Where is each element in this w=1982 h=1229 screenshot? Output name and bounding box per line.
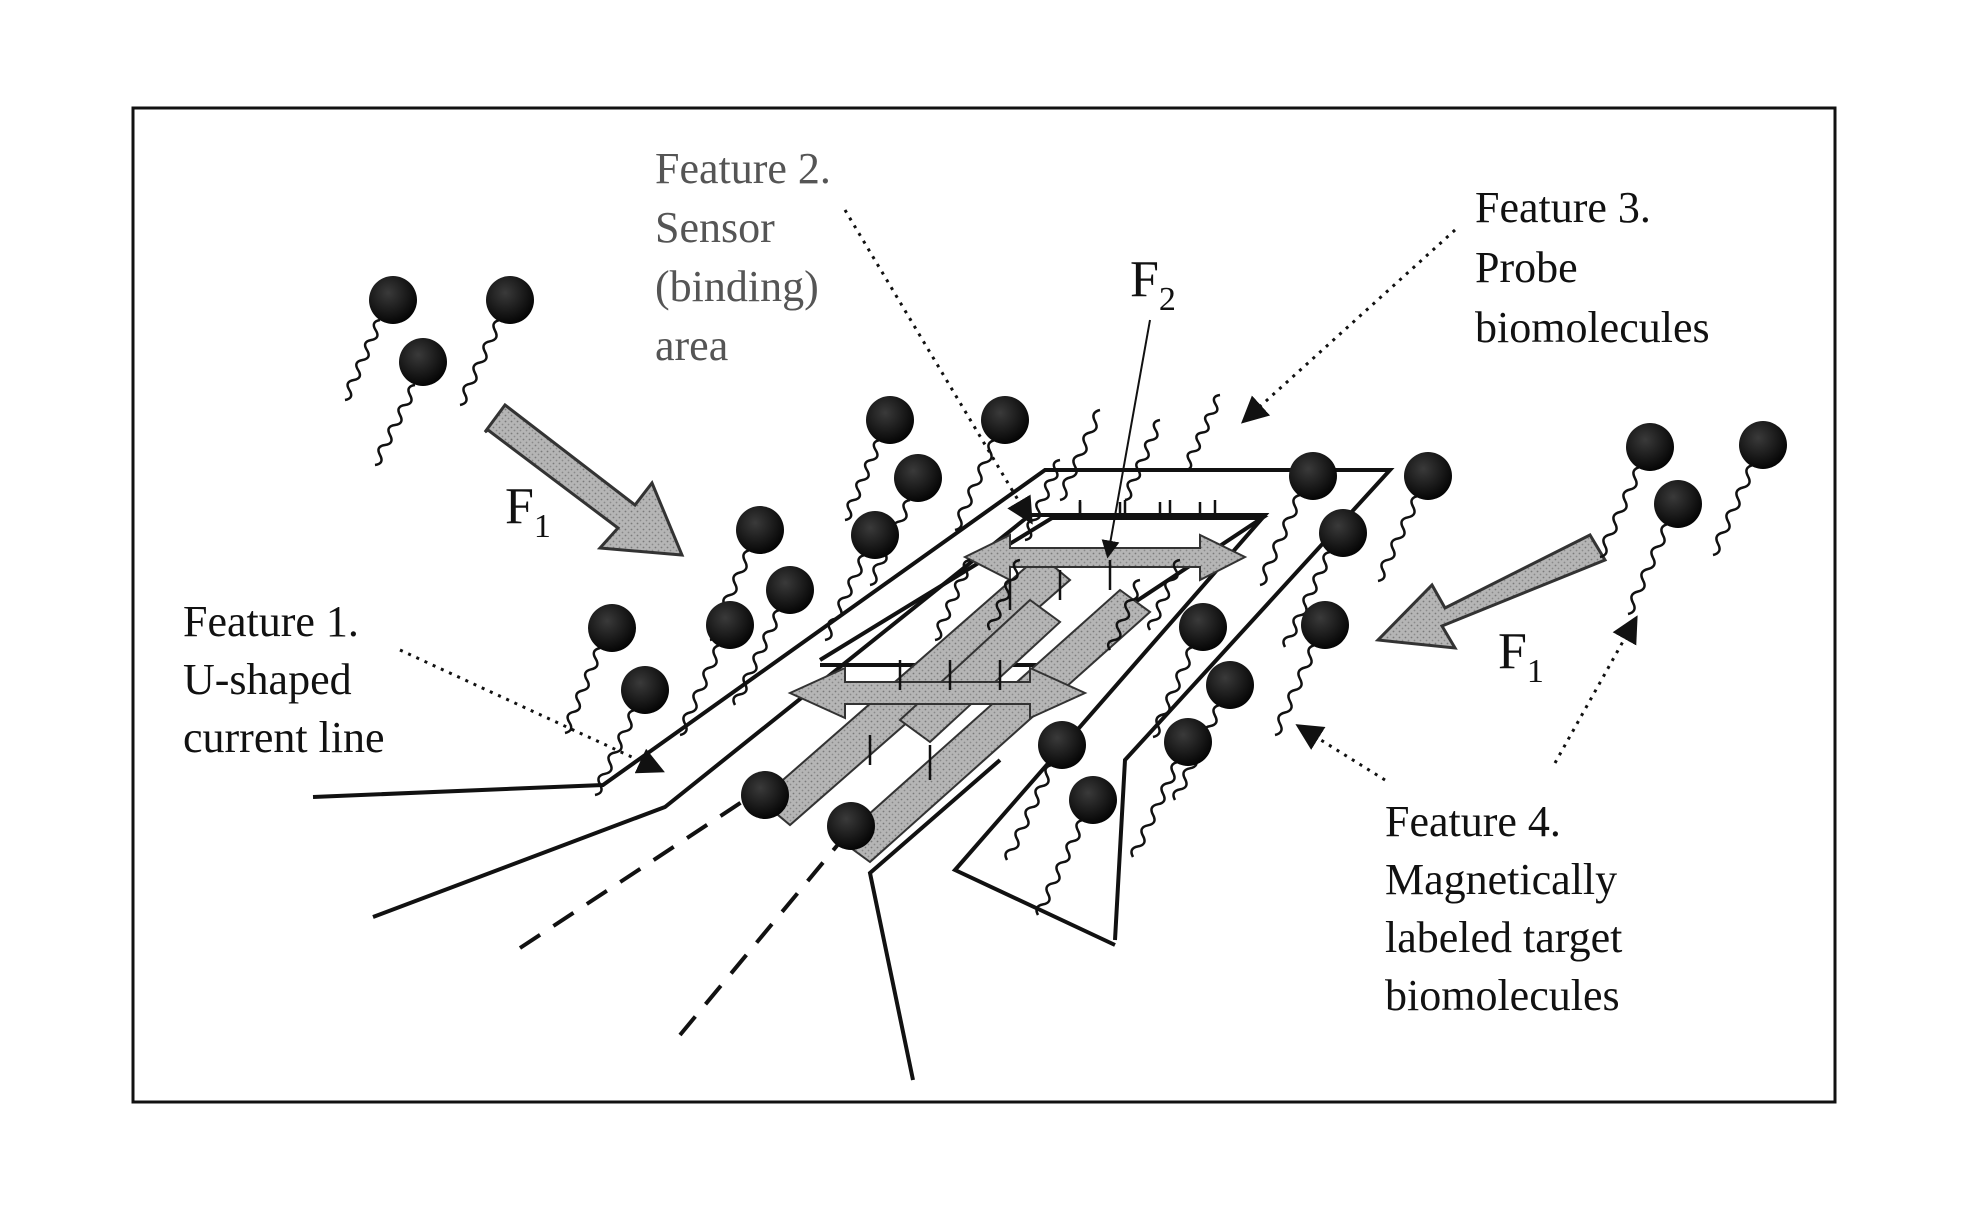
magnetic-bead [1404, 452, 1452, 500]
wavy-strand [845, 440, 880, 520]
feature3-line-2: Probe [1475, 243, 1578, 292]
wavy-strand [565, 648, 600, 733]
magnetic-bead [588, 604, 636, 652]
wavy-strand [1036, 820, 1083, 915]
pointer-feature4b [1555, 620, 1635, 763]
feature2-line-2: Sensor [655, 203, 775, 252]
feature4-label: Feature 4. Magnetically labeled target b… [1385, 797, 1622, 1020]
wavy-strand [1185, 395, 1220, 470]
f1-arrow-right [1378, 535, 1605, 648]
feature4-line-2: Magnetically [1385, 855, 1617, 904]
wavy-strand [1275, 645, 1315, 735]
magnetic-bead [741, 771, 789, 819]
double-arrow [965, 535, 1245, 580]
feature3-line-1: Feature 3. [1475, 183, 1651, 232]
pointer-feature1 [400, 650, 660, 770]
feature2-line-3: (binding) [655, 262, 819, 311]
magnetic-bead [866, 396, 914, 444]
feature2-line-4: area [655, 321, 728, 370]
wavy-strand [1260, 495, 1300, 585]
wavy-strand [680, 645, 720, 735]
force-f2: F2 [1130, 251, 1176, 318]
wavy-strand [1628, 524, 1668, 614]
magnetic-bead [369, 276, 417, 324]
wavy-strand [595, 710, 635, 795]
feature1-line-1: Feature 1. [183, 597, 359, 646]
magnetic-bead [486, 276, 534, 324]
force-f1-left: F1 [505, 478, 551, 545]
magnetic-bead [1038, 721, 1086, 769]
magnetic-bead [1069, 776, 1117, 824]
magnetic-bead [706, 601, 754, 649]
magnetic-bead [851, 511, 899, 559]
feature4-line-4: biomolecules [1385, 971, 1620, 1020]
wavy-strand [375, 385, 415, 465]
feature3-label: Feature 3. Probe biomolecules [1475, 183, 1710, 352]
magnetic-bead [1206, 661, 1254, 709]
magnetic-bead [1319, 509, 1367, 557]
feature2-line-1: Feature 2. [655, 144, 831, 193]
force-f1-right: F1 [1498, 623, 1544, 690]
magnetic-bead [1289, 452, 1337, 500]
wavy-strand [825, 555, 865, 640]
magnetic-bead [399, 338, 447, 386]
magnetic-bead [1301, 601, 1349, 649]
magnetic-bead [1164, 718, 1212, 766]
feature1-label: Feature 1. U-shaped current line [183, 597, 385, 762]
wavy-strand [955, 440, 995, 530]
magnetic-bead [621, 666, 669, 714]
wavy-strand [345, 320, 380, 400]
feature1-line-3: current line [183, 713, 385, 762]
magnetic-bead [1739, 421, 1787, 469]
wavy-strand [1713, 465, 1753, 555]
wavy-strand [1131, 762, 1178, 857]
magnetic-bead [766, 566, 814, 614]
pointer-feature3 [1245, 230, 1455, 420]
feature4-line-3: labeled target [1385, 913, 1622, 962]
magnetic-bead [894, 454, 942, 502]
magnetic-bead [1626, 423, 1674, 471]
wavy-strand [460, 320, 500, 405]
magnetic-bead [981, 396, 1029, 444]
magnetic-bead [827, 802, 875, 850]
wavy-strand [1060, 410, 1100, 500]
wavy-strand [1005, 765, 1052, 860]
magnetic-bead [1179, 603, 1227, 651]
wavy-strand [1600, 467, 1640, 557]
wavy-strand [1378, 496, 1418, 581]
feature3-line-3: biomolecules [1475, 303, 1710, 352]
magnetic-bead [736, 506, 784, 554]
pointer-feature4a [1300, 727, 1385, 780]
feature2-label: Feature 2. Sensor (binding) area [655, 144, 831, 370]
feature1-line-2: U-shaped [183, 655, 352, 704]
feature4-line-1: Feature 4. [1385, 797, 1561, 846]
magnetic-bead [1654, 480, 1702, 528]
